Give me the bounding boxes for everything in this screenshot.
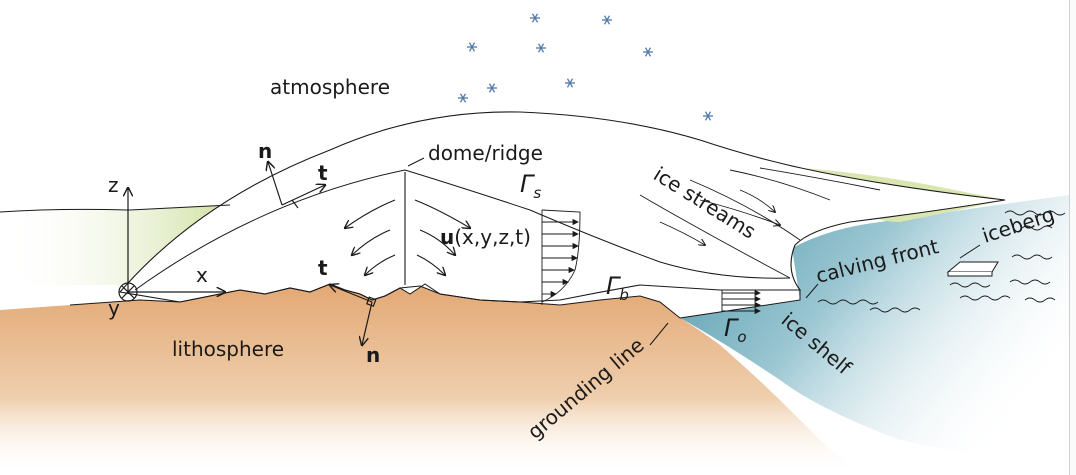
axis-x-label: x xyxy=(196,263,208,287)
ice-stream-lines xyxy=(639,167,881,279)
shelf-velocity-profile xyxy=(721,289,761,315)
lithosphere-label: lithosphere xyxy=(172,337,284,361)
axis-y-label: y xyxy=(108,296,120,320)
vegetation-left xyxy=(0,205,230,285)
bed-normal-label: n xyxy=(366,343,380,367)
gamma-s-label: Γs xyxy=(520,170,541,202)
bed-vectors xyxy=(330,285,377,345)
gamma-o-symbol: Γ xyxy=(724,314,739,342)
calving-leader xyxy=(805,283,819,299)
atmosphere-label: atmosphere xyxy=(270,75,390,99)
dome-leader xyxy=(407,157,425,167)
gamma-o-label: Γo xyxy=(724,314,747,346)
gamma-s-subscript: s xyxy=(533,184,541,202)
velocity-label: u(x,y,z,t) xyxy=(440,225,531,249)
surface-normal-label: n xyxy=(258,139,272,163)
gamma-b-subscript: b xyxy=(619,286,629,304)
bedrock xyxy=(0,284,860,475)
axis-z-label: z xyxy=(108,173,119,197)
waves xyxy=(817,210,1066,313)
page-edge xyxy=(1069,0,1076,475)
coordinate-axes xyxy=(118,188,225,302)
grounding-leader xyxy=(649,322,669,346)
ice-sheet xyxy=(118,111,1006,303)
ice-surface-line xyxy=(134,169,791,291)
snowflakes xyxy=(458,13,713,121)
land-surface-line xyxy=(0,204,231,213)
iceberg-leader xyxy=(959,244,981,259)
gamma-s-symbol: Γ xyxy=(520,170,535,198)
iceberg-shape xyxy=(946,261,999,277)
gamma-o-subscript: o xyxy=(737,328,746,346)
gamma-b-label: Γb xyxy=(606,272,629,304)
surface-vectors xyxy=(268,162,325,209)
bed-line xyxy=(69,283,681,319)
velocity-profile xyxy=(541,209,581,305)
surface-tangent-label: t xyxy=(318,161,328,185)
velocity-args: (x,y,z,t) xyxy=(454,225,531,249)
dome-ridge-label: dome/ridge xyxy=(428,141,543,165)
velocity-symbol: u xyxy=(440,225,454,249)
divide-flow-arrows xyxy=(345,172,470,285)
gamma-b-symbol: Γ xyxy=(606,272,621,300)
bed-tangent-label: t xyxy=(318,256,328,280)
